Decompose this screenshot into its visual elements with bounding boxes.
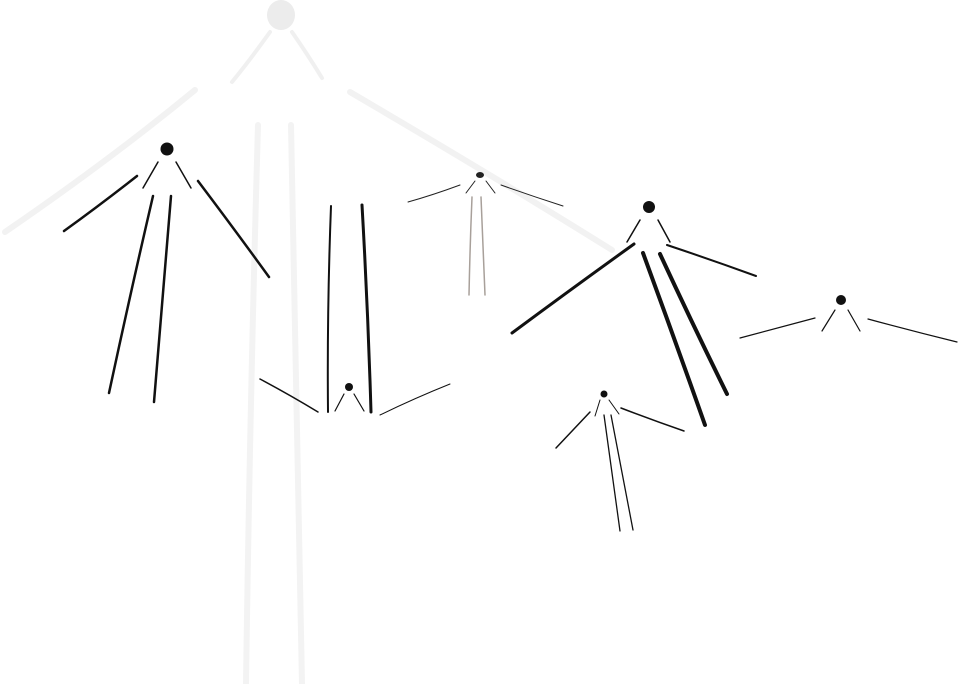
- stick-figure-3: [407, 172, 564, 296]
- figure-3-right-leg: [480, 196, 486, 296]
- figure-1-head: [160, 142, 174, 156]
- figure-6-left-arm: [555, 411, 591, 449]
- figure-3-left-shoulder: [465, 180, 476, 194]
- figure-2-right-arm: [379, 383, 451, 416]
- figure-3-right-arm: [500, 184, 564, 207]
- figure-1-left-arm: [62, 174, 139, 233]
- ghost-figure-left-shoulder: [230, 30, 272, 84]
- figure-4-right-shoulder: [657, 219, 671, 243]
- figure-2-right-shoulder: [353, 393, 365, 412]
- figure-2-head: [345, 383, 353, 391]
- figure-1-right-shoulder: [175, 161, 192, 189]
- ghost-figure-right-shoulder: [290, 30, 324, 80]
- figure-1-left-shoulder: [142, 161, 159, 189]
- figure-4-left-arm: [510, 242, 636, 335]
- figure-3-right-shoulder: [485, 180, 496, 194]
- stick-figure-1: [62, 142, 271, 404]
- figure-5-left-shoulder: [821, 309, 836, 332]
- figure-6-head: [600, 390, 608, 398]
- figure-6-left-leg: [603, 414, 621, 532]
- figure-1-right-leg: [152, 194, 173, 404]
- figure-6-right-arm: [620, 407, 685, 432]
- figure-3-left-arm: [407, 184, 461, 203]
- stick-figure-2: [259, 203, 451, 416]
- figure-5-head: [836, 295, 846, 305]
- figure-6-right-shoulder: [608, 399, 620, 415]
- ghost-figure-left-leg: [243, 122, 261, 684]
- ghost-figure-right-arm: [347, 89, 615, 253]
- figure-1-left-leg: [107, 194, 155, 395]
- stick-figure-4: [510, 201, 757, 427]
- figure-2-left-leg: [326, 205, 332, 413]
- figure-6-right-leg: [610, 414, 634, 531]
- ghost-figure-head: [267, 0, 295, 30]
- figure-4-right-leg: [658, 252, 729, 396]
- ghost-figure-right-leg: [288, 122, 305, 684]
- figure-4-left-leg: [641, 251, 707, 427]
- figure-3-left-leg: [468, 196, 473, 296]
- figure-6-left-shoulder: [594, 399, 601, 417]
- figure-5-right-shoulder: [847, 309, 861, 332]
- figure-5-left-arm: [739, 317, 816, 339]
- figure-4-left-shoulder: [626, 219, 641, 243]
- stick-figure-6: [555, 390, 685, 532]
- ghost-figure-left-arm: [2, 87, 198, 235]
- figure-4-head: [643, 201, 655, 213]
- stick-figure-5: [739, 295, 958, 343]
- ghost-stick-figure: [2, 0, 615, 684]
- figure-5-right-arm: [867, 318, 958, 343]
- figure-3-head: [476, 172, 484, 178]
- figure-2-left-arm: [259, 378, 319, 413]
- figure-2-left-shoulder: [334, 393, 345, 412]
- figure-1-right-arm: [196, 179, 271, 279]
- figure-4-right-arm: [666, 244, 757, 277]
- figure-2-right-leg: [360, 203, 373, 414]
